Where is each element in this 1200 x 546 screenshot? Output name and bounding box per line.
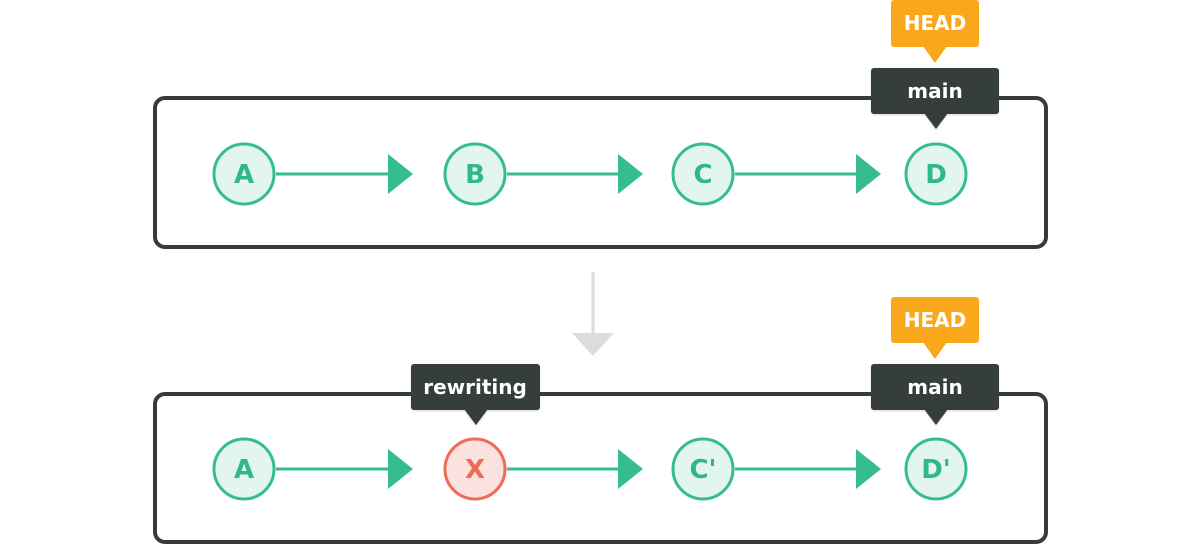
commit-node: D'	[904, 437, 968, 501]
removed-commit-label: X	[465, 455, 485, 485]
commit-label: B	[465, 160, 485, 190]
removed-commit-node: X	[443, 437, 507, 501]
head-tag: HEAD	[891, 297, 979, 359]
commit-node: D	[904, 142, 968, 206]
head-tag-label: HEAD	[904, 11, 966, 35]
head-tag-label: HEAD	[904, 308, 966, 332]
arrowhead-b-to-c	[618, 154, 643, 194]
top-arrows	[276, 154, 881, 194]
branch-tag-label: main	[907, 79, 962, 103]
commit-node: A	[212, 437, 276, 501]
branch-tag-label: main	[907, 375, 962, 399]
branch-tag-main: main	[871, 68, 999, 129]
commit-node: C	[671, 142, 735, 206]
arrowhead-c-to-d	[856, 154, 881, 194]
bottom-arrows	[276, 449, 881, 489]
arrowhead-a-to-x	[388, 449, 413, 489]
transition-arrow	[572, 272, 614, 356]
branch-tag-main: main	[871, 364, 999, 425]
commit-label: C'	[689, 455, 716, 485]
commit-label: C	[693, 160, 712, 190]
commit-label: D	[925, 160, 947, 190]
arrowhead-c-to-d	[856, 449, 881, 489]
rewriting-tag: rewriting	[411, 364, 540, 425]
commit-label: A	[234, 160, 254, 190]
commit-node: C'	[671, 437, 735, 501]
arrowhead-a-to-b	[388, 154, 413, 194]
commit-label: A	[234, 455, 254, 485]
head-tag: HEAD	[891, 0, 979, 63]
arrowhead-x-to-c	[618, 449, 643, 489]
commit-node: B	[443, 142, 507, 206]
rewriting-tag-label: rewriting	[423, 375, 527, 399]
commit-node: A	[212, 142, 276, 206]
commit-label: D'	[921, 455, 951, 485]
